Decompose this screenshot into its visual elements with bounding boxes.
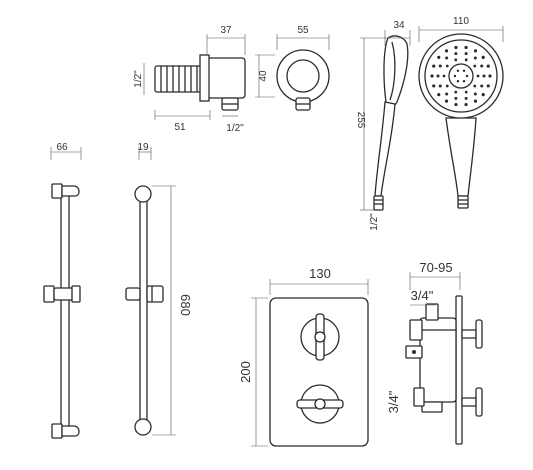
nozzle-dot <box>473 99 478 103</box>
nozzle-dot <box>473 56 477 60</box>
nozzle-dot <box>486 64 490 68</box>
nozzle-dot <box>473 84 477 88</box>
handset-length-dim: 255 <box>355 112 366 129</box>
riser-rail-side-view: 19 680 <box>125 142 193 436</box>
rail-depth-dim: 19 <box>137 142 149 153</box>
outlet-thread-dim: 1/2" <box>133 70 144 88</box>
nozzle-dot <box>456 80 460 83</box>
wall-outlet-side-view: 37 1/2" 51 1/2" <box>133 25 246 134</box>
nozzle-dot <box>480 84 484 88</box>
nozzle-dot <box>444 49 449 53</box>
handset-depth-dim: 34 <box>393 20 405 31</box>
valve-front-view: 130 200 <box>238 266 369 447</box>
nozzle-dot <box>473 64 477 68</box>
outlet-bottom-thread-dim: 1/2" <box>226 123 244 134</box>
nozzle-dot <box>488 74 492 78</box>
nozzle-dot <box>473 49 478 53</box>
riser-rail-front-view: 66 <box>43 142 82 439</box>
nozzle-dot <box>486 84 490 88</box>
nozzle-dot <box>454 58 458 62</box>
nozzle-dot <box>432 64 436 68</box>
nozzle-dot <box>437 55 441 59</box>
handset-head-diameter-dim: 110 <box>453 16 469 27</box>
nozzle-dot <box>456 69 460 73</box>
nozzle-dot <box>476 74 480 78</box>
valve-depth-dim: 70-95 <box>419 260 452 275</box>
nozzle-dot <box>473 92 477 96</box>
nozzle-dot <box>445 84 449 88</box>
nozzle-dot <box>464 58 468 62</box>
valve-top-thread-dim: 3/4" <box>411 288 434 303</box>
nozzle-dot <box>445 56 449 60</box>
outlet-width-dim: 37 <box>220 25 232 36</box>
handset-thread-dim: 1/2" <box>369 213 380 231</box>
nozzle-dot <box>454 90 458 94</box>
nozzle-dot <box>464 90 468 94</box>
nozzle-dot <box>438 84 442 88</box>
nozzle-dot <box>430 74 434 78</box>
nozzle-dot <box>454 102 458 107</box>
rail-length-dim: 680 <box>178 294 193 316</box>
nozzle-dot <box>445 92 449 96</box>
valve-side-view: 70-95 3/4" 3/4" <box>386 260 483 445</box>
wall-outlet-front-view: 55 40 <box>255 25 330 111</box>
nozzle-dot <box>481 93 485 97</box>
outlet-length-dim: 51 <box>174 122 186 133</box>
nozzle-dot <box>445 64 449 68</box>
outlet-height-dim: 40 <box>258 70 269 82</box>
nozzle-dot <box>454 52 458 56</box>
nozzle-dot <box>453 74 457 78</box>
nozzle-dot <box>482 74 486 78</box>
handset-front-view: 110 <box>418 16 504 209</box>
nozzle-dot <box>464 96 468 100</box>
nozzle-dot <box>464 52 468 56</box>
nozzle-dot <box>465 74 469 78</box>
spray-nozzles <box>430 45 492 107</box>
nozzle-dot <box>464 102 468 107</box>
outlet-diameter-dim: 55 <box>297 25 309 36</box>
nozzle-dot <box>464 45 468 50</box>
nozzle-dot <box>454 96 458 100</box>
nozzle-dot <box>480 64 484 68</box>
nozzle-dot <box>438 64 442 68</box>
nozzle-dot <box>444 99 449 103</box>
nozzle-dot <box>432 84 436 88</box>
nozzle-dot <box>436 74 440 78</box>
valve-bottom-thread-dim: 3/4" <box>386 390 401 413</box>
nozzle-dot <box>442 74 446 78</box>
thread-ribs <box>160 66 203 92</box>
nozzle-dot <box>454 45 458 50</box>
valve-plate-height-dim: 200 <box>238 361 253 383</box>
handset-side-view: 34 255 1/2" <box>355 20 411 231</box>
nozzle-dot <box>462 80 466 83</box>
nozzle-dot <box>481 55 485 59</box>
nozzle-dot <box>437 93 441 97</box>
valve-plate-width-dim: 130 <box>309 266 331 281</box>
rail-bracket-width-dim: 66 <box>56 142 68 153</box>
nozzle-dot <box>462 69 466 73</box>
